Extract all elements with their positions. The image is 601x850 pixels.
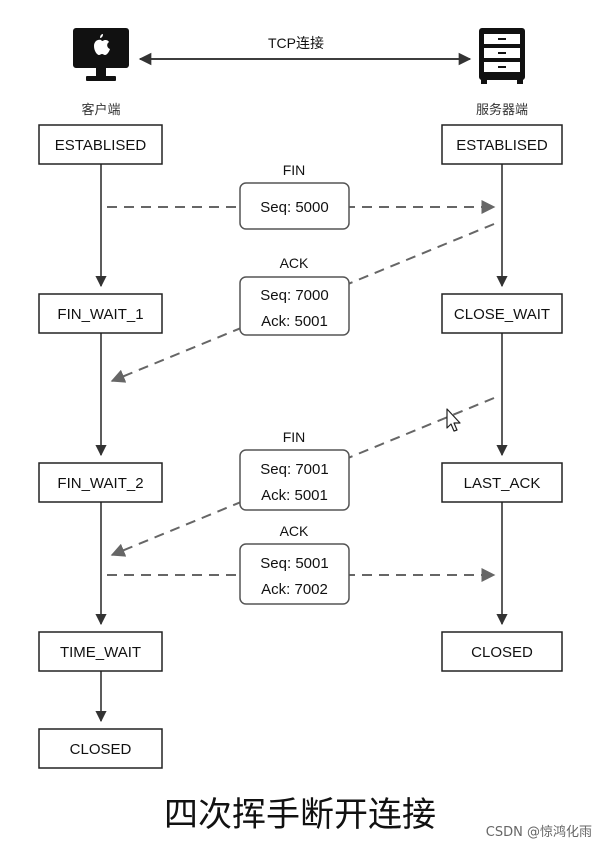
svg-text:ESTABLISED: ESTABLISED: [55, 137, 147, 154]
mouse-cursor-icon: [446, 408, 461, 432]
svg-text:Seq: 7001: Seq: 7001: [260, 461, 328, 478]
svg-text:FIN_WAIT_1: FIN_WAIT_1: [57, 306, 143, 323]
diagram-title: 四次挥手断开连接: [164, 795, 436, 835]
message-3-box: Seq: 7001 Ack: 5001: [239, 449, 350, 511]
svg-text:LAST_ACK: LAST_ACK: [464, 475, 541, 492]
message-3-type: FIN: [283, 429, 306, 445]
watermark: CSDN @惊鸿化雨: [486, 824, 592, 840]
server-state-last-ack: LAST_ACK: [441, 462, 563, 503]
svg-text:Seq: 5001: Seq: 5001: [260, 555, 328, 572]
message-1-box: Seq: 5000: [239, 182, 350, 230]
svg-text:TIME_WAIT: TIME_WAIT: [60, 644, 141, 661]
client-state-fin-wait-1: FIN_WAIT_1: [38, 293, 163, 334]
svg-text:CLOSED: CLOSED: [471, 644, 533, 661]
svg-text:Seq: 7000: Seq: 7000: [260, 287, 328, 304]
svg-text:FIN_WAIT_2: FIN_WAIT_2: [57, 475, 143, 492]
svg-text:Ack: 5001: Ack: 5001: [261, 313, 328, 330]
svg-text:Seq: 5000: Seq: 5000: [260, 199, 328, 216]
svg-text:CLOSED: CLOSED: [70, 741, 132, 758]
message-2-type: ACK: [280, 255, 309, 271]
message-4-box: Seq: 5001 Ack: 7002: [239, 543, 350, 605]
connection-label: TCP连接: [268, 35, 324, 51]
server-state-close-wait: CLOSE_WAIT: [441, 293, 563, 334]
svg-text:Ack: 7002: Ack: 7002: [261, 581, 328, 598]
message-1-type: FIN: [283, 162, 306, 178]
svg-text:ESTABLISED: ESTABLISED: [456, 137, 548, 154]
svg-text:Ack: 5001: Ack: 5001: [261, 487, 328, 504]
client-label: 客户端: [81, 102, 120, 118]
server-label: 服务器端: [476, 102, 528, 118]
svg-text:CLOSE_WAIT: CLOSE_WAIT: [454, 306, 550, 323]
message-4-type: ACK: [280, 523, 309, 539]
client-state-fin-wait-2: FIN_WAIT_2: [38, 462, 163, 503]
client-state-time-wait: TIME_WAIT: [38, 631, 163, 672]
server-icon: [479, 28, 525, 84]
computer-icon: [73, 28, 129, 81]
message-2-box: Seq: 7000 Ack: 5001: [239, 276, 350, 336]
client-state-established: ESTABLISED: [38, 124, 163, 165]
client-state-closed: CLOSED: [38, 728, 163, 769]
server-state-closed: CLOSED: [441, 631, 563, 672]
server-state-established: ESTABLISED: [441, 124, 563, 165]
